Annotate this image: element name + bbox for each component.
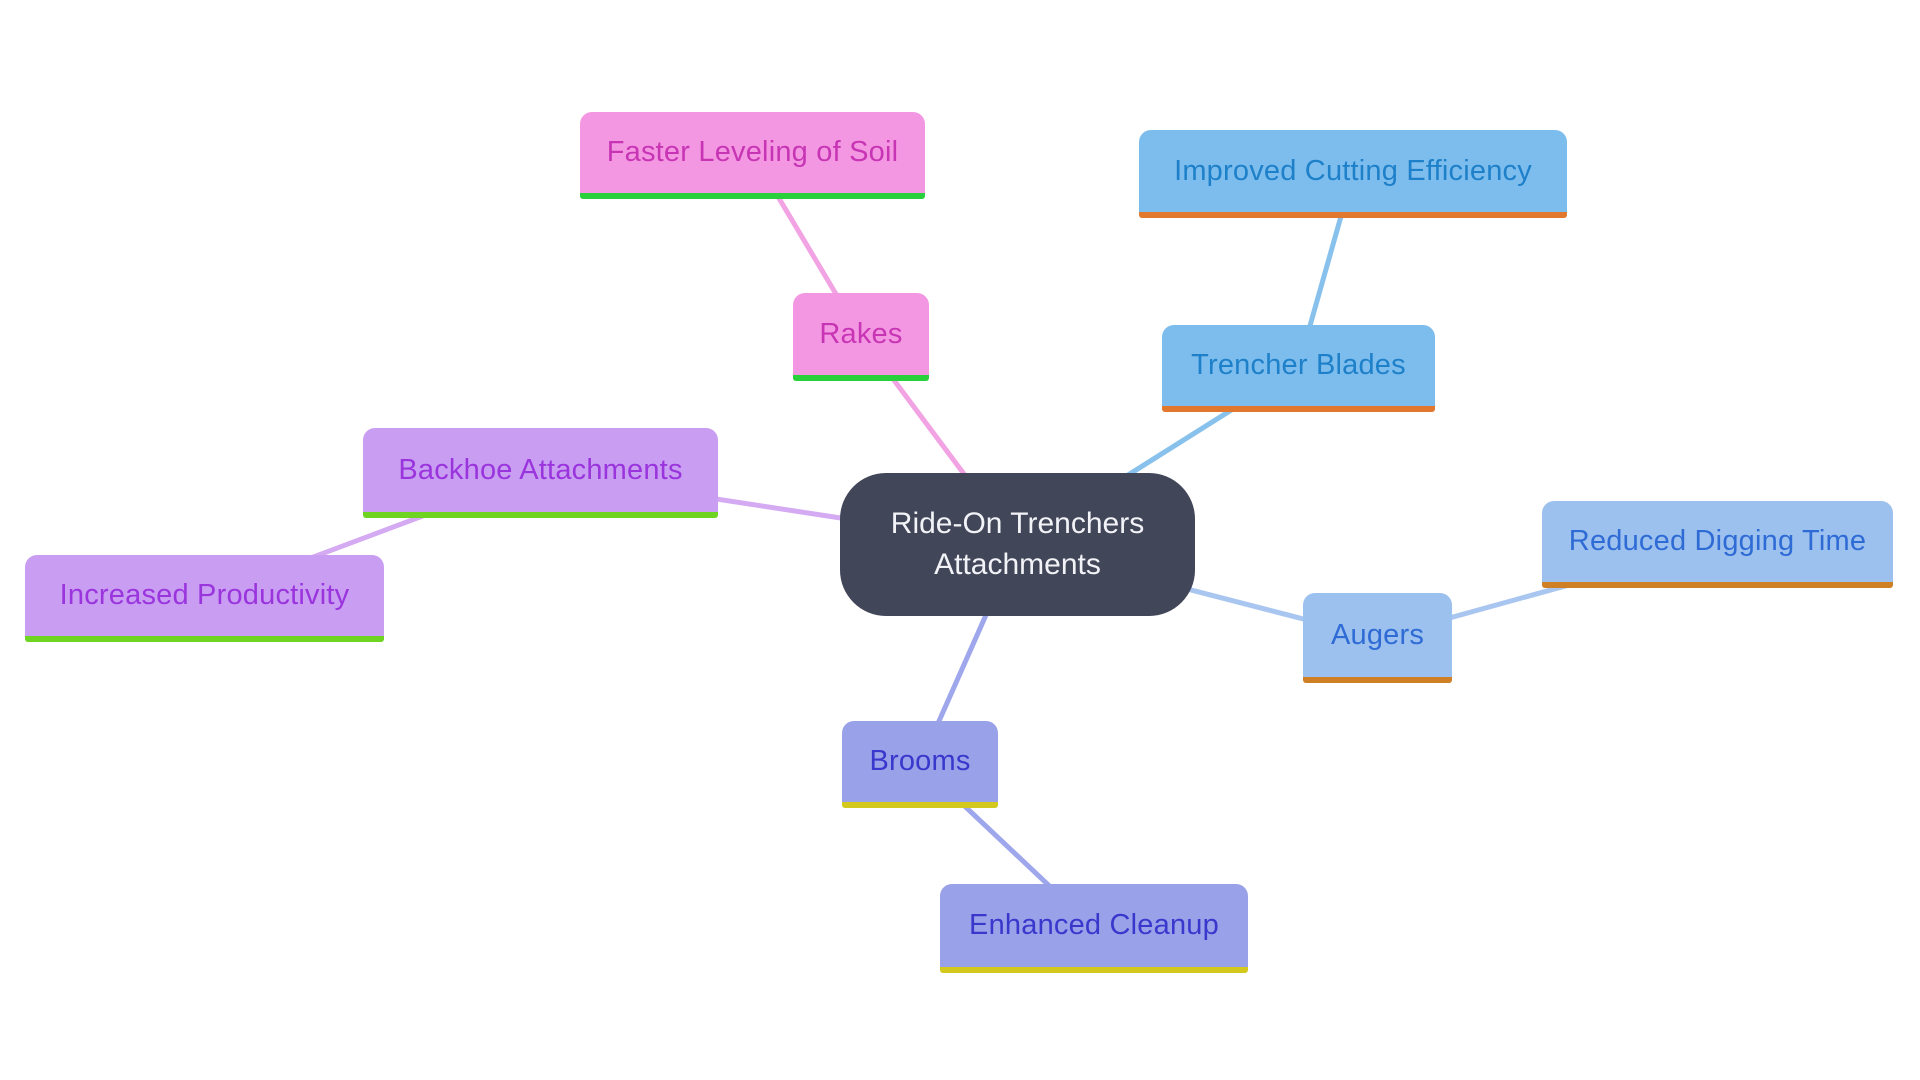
node-increased-productivity: Increased Productivity — [25, 555, 384, 642]
node-reduced-digging-time: Reduced Digging Time — [1542, 501, 1893, 588]
node-enhanced-cleanup: Enhanced Cleanup — [940, 884, 1248, 973]
node-trencher-blades: Trencher Blades — [1162, 325, 1435, 412]
node-faster-leveling-of-soil: Faster Leveling of Soil — [580, 112, 925, 199]
mindmap-root-node: Ride-On Trenchers Attachments — [840, 473, 1195, 616]
node-rakes: Rakes — [793, 293, 929, 381]
node-augers: Augers — [1303, 593, 1452, 683]
node-brooms: Brooms — [842, 721, 998, 808]
node-improved-cutting-efficiency: Improved Cutting Efficiency — [1139, 130, 1567, 218]
node-backhoe-attachments: Backhoe Attachments — [363, 428, 718, 518]
root-node-label: Ride-On Trenchers Attachments — [890, 507, 1145, 581]
